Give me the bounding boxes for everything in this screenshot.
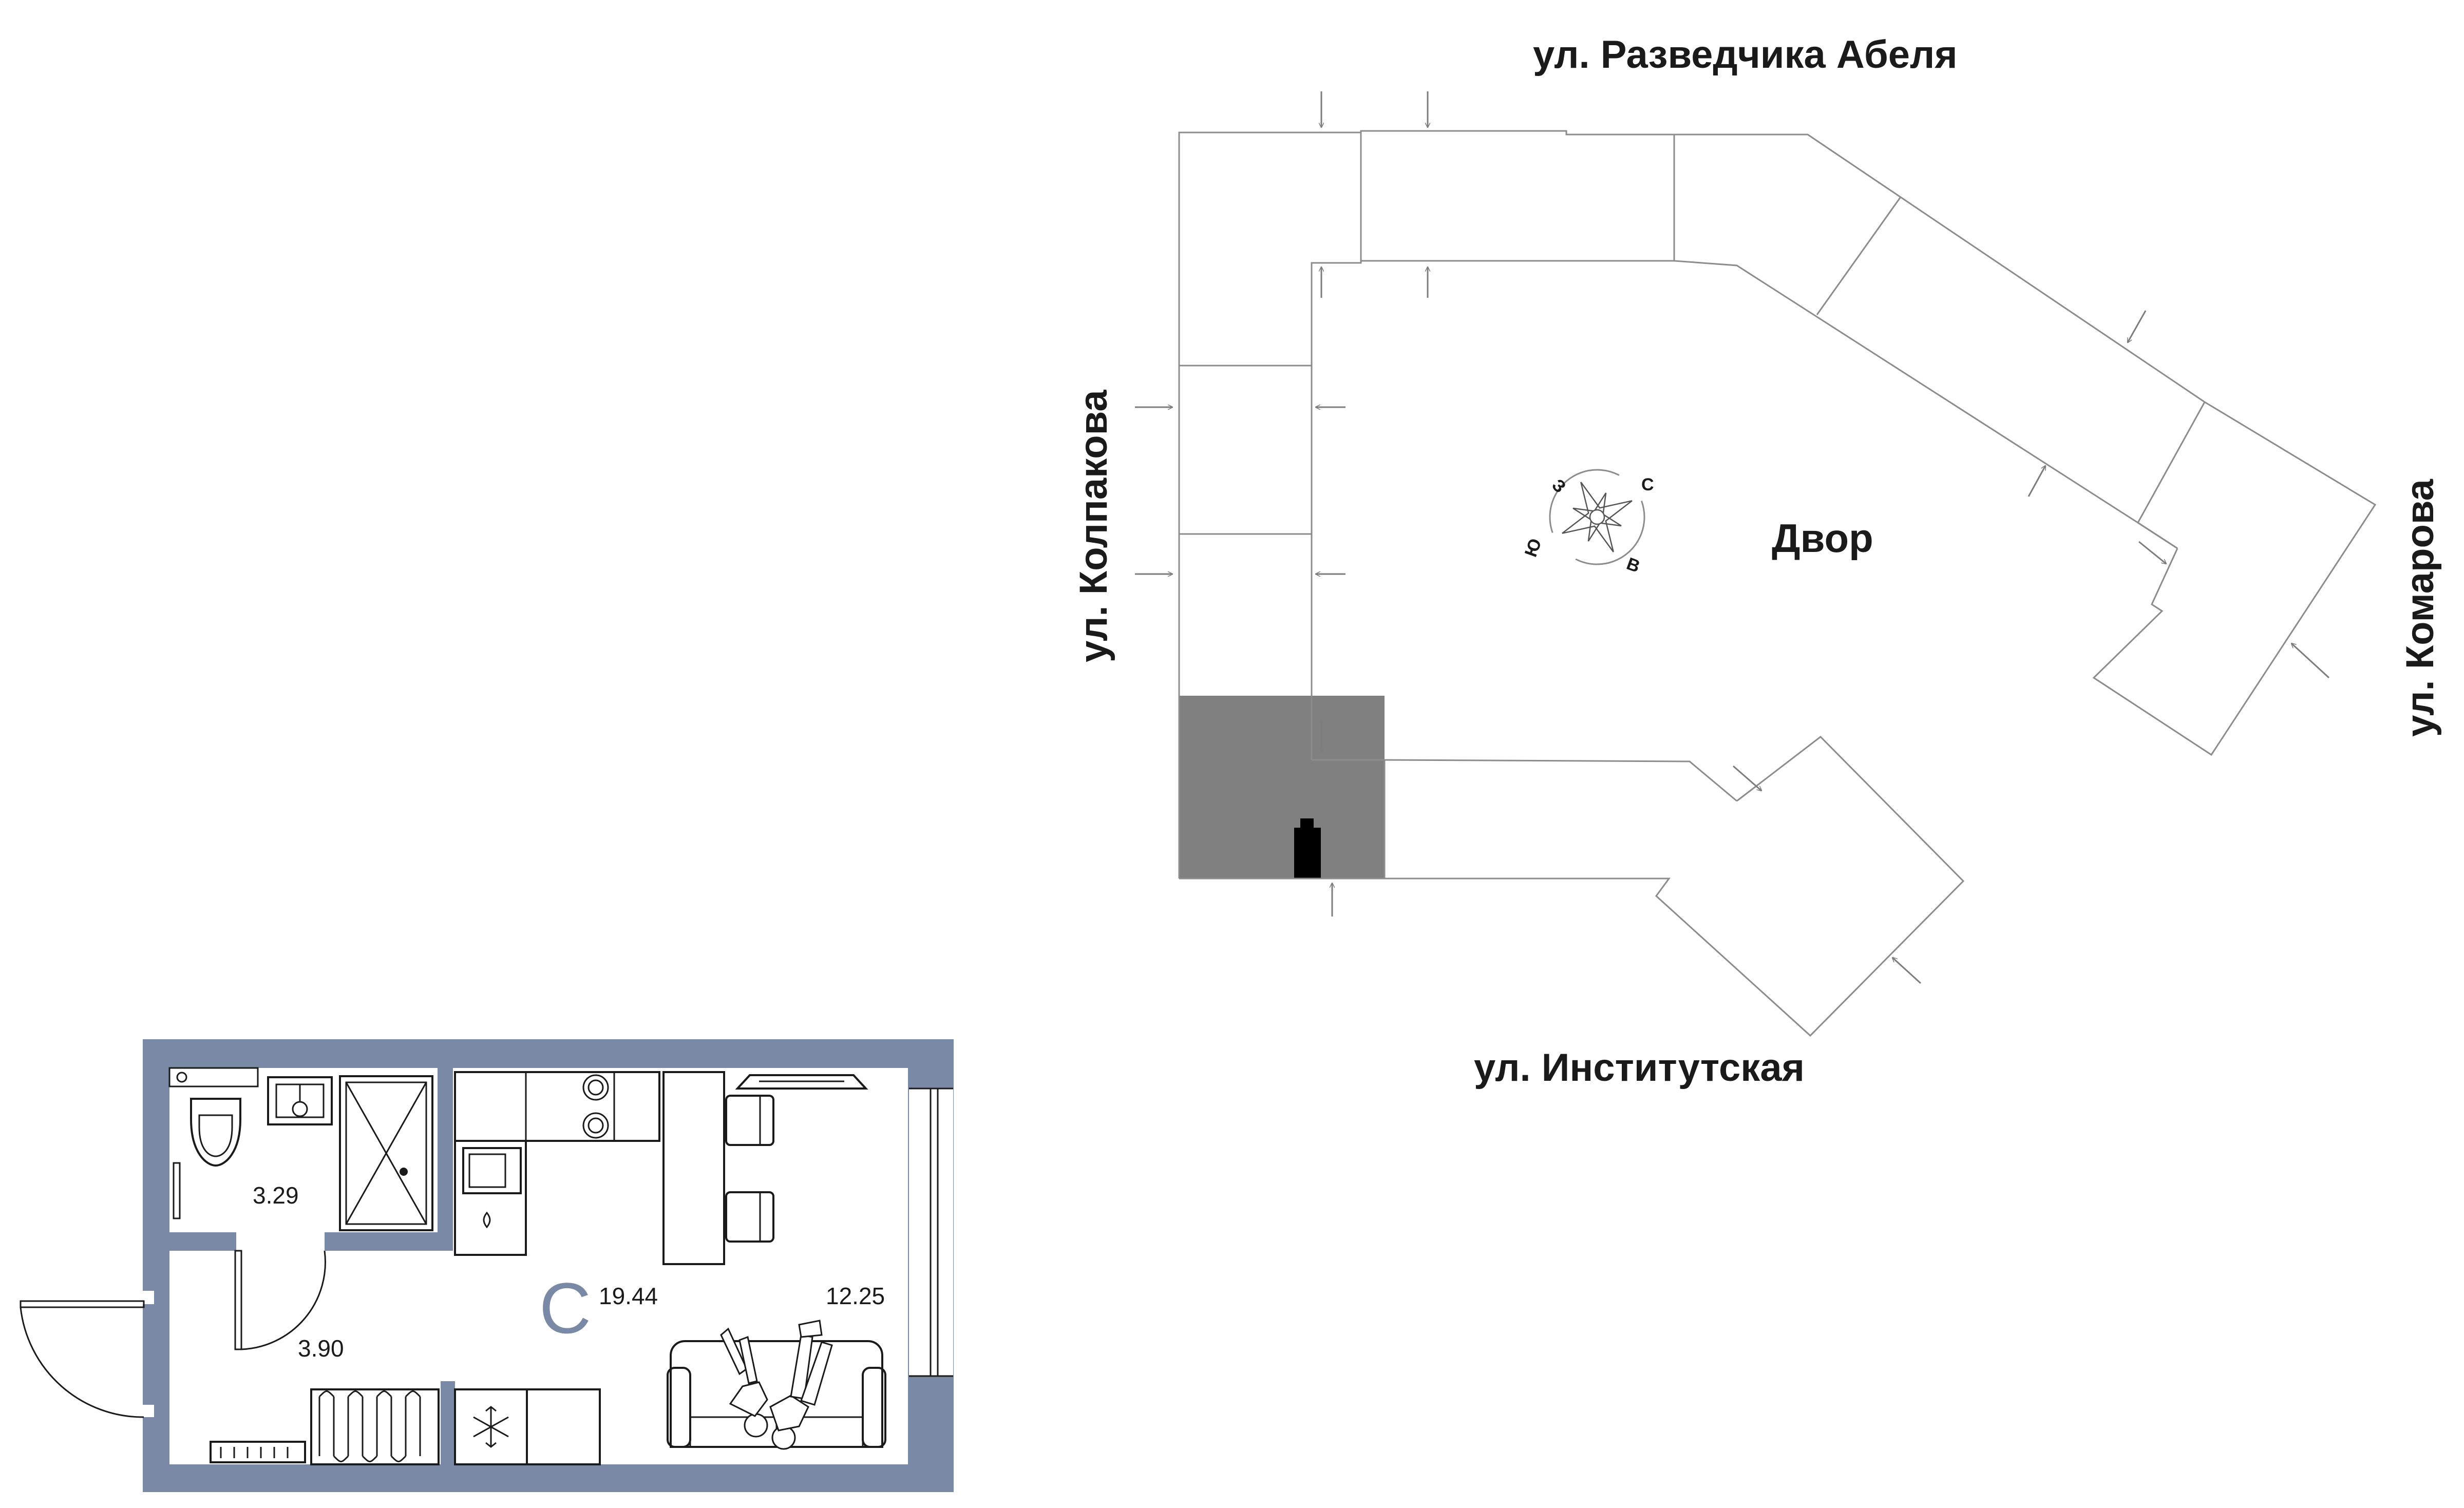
bathroom-wall-right xyxy=(438,1068,453,1251)
kitchen-wall-stub xyxy=(441,1381,455,1464)
kitchen-cabinet xyxy=(526,1388,601,1465)
compass-rose: С В Ю З xyxy=(1521,469,1654,577)
east-wing xyxy=(2092,401,2377,756)
bathroom-area: 3.29 xyxy=(253,1182,299,1209)
entry-arrows xyxy=(1135,91,2330,984)
wall-shelf xyxy=(735,1074,868,1090)
south-wing-2 xyxy=(1385,736,1965,1037)
toilet-icon xyxy=(190,1098,241,1167)
people-figures-icon xyxy=(720,1320,833,1450)
site-plan: С В Ю З ул. Разведчика Абеля ул. Колпако… xyxy=(1072,33,2442,1090)
shower-icon xyxy=(339,1075,433,1231)
compass-north: С xyxy=(1641,475,1654,494)
star-icon xyxy=(1562,482,1633,552)
hallway-area: 3.90 xyxy=(298,1335,344,1362)
bathroom-door xyxy=(234,1250,326,1350)
bathroom-door-symbol xyxy=(173,1162,181,1219)
entrance-marker xyxy=(1294,818,1321,879)
fridge-snowflake-icon xyxy=(454,1388,528,1465)
east-wing-divider xyxy=(2137,402,2206,523)
street-west-label: ул. Колпакова xyxy=(1072,390,1115,662)
inner-wall xyxy=(1311,260,2178,760)
compass-east: В xyxy=(1624,554,1642,577)
street-east-label: ул. Комарова xyxy=(2398,479,2442,737)
entrance-door xyxy=(20,1300,145,1418)
divider-n3 xyxy=(1816,197,1901,315)
apartment-plan: 3.29 3.90 19.44 12.25 С xyxy=(20,1039,954,1492)
highlighted-section xyxy=(1179,696,1385,879)
bar-stool-icon xyxy=(725,1095,774,1243)
stove-icon xyxy=(582,1074,609,1139)
apartment-type-label: С xyxy=(539,1268,591,1348)
vent-icon xyxy=(176,1072,187,1083)
total-area: 19.44 xyxy=(599,1283,658,1309)
vent-bar xyxy=(168,1067,259,1087)
compass-south: Ю xyxy=(1521,536,1546,560)
street-north-label: ул. Разведчика Абеля xyxy=(1533,33,1958,77)
east-wing-inner xyxy=(2137,522,2178,549)
street-south-label: ул. Институтская xyxy=(1474,1046,1805,1090)
apartment-walls xyxy=(143,1039,954,1492)
hallway-bench xyxy=(210,1441,306,1463)
radiator-icon xyxy=(310,1388,440,1465)
living-area: 12.25 xyxy=(826,1283,885,1309)
kitchen-sink-icon xyxy=(462,1147,522,1229)
compass-west: З xyxy=(1548,475,1569,497)
kitchen-counter xyxy=(454,1071,660,1256)
bathroom-wall-bottom-b xyxy=(319,1232,453,1251)
bar-counter xyxy=(662,1071,725,1265)
south-wing xyxy=(1312,759,1737,802)
outer-wall xyxy=(1178,130,2205,879)
sink-icon xyxy=(267,1076,333,1125)
yard-label: Двор xyxy=(1772,516,1873,561)
bathroom-door-opening xyxy=(236,1232,325,1251)
